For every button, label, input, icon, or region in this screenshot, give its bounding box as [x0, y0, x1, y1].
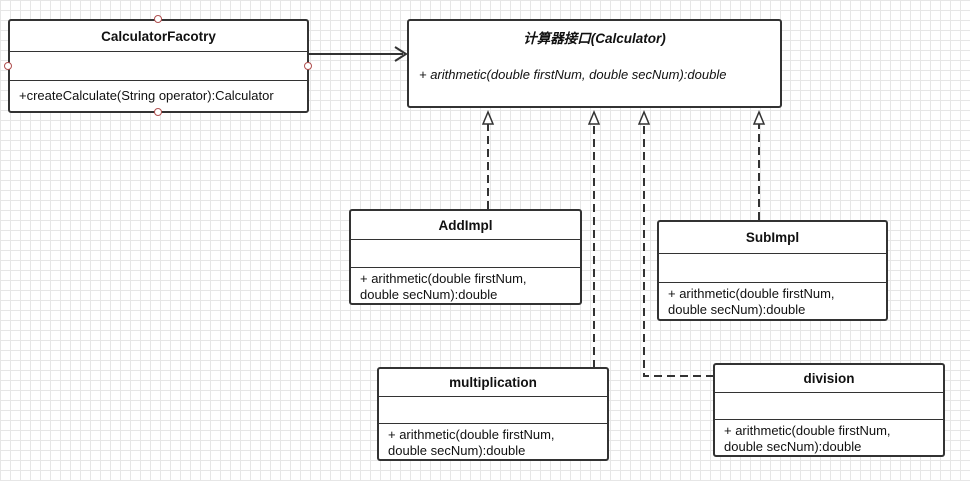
multiplication-operation-line1: + arithmetic(double firstNum,: [388, 427, 555, 442]
multiplication-operation-line2: double secNum):double: [388, 443, 526, 458]
interface-operation: + arithmetic(double firstNum, double sec…: [419, 67, 727, 82]
addimpl-class[interactable]: AddImpl + arithmetic(double firstNum, do…: [349, 209, 582, 305]
division-attributes-section: [715, 393, 943, 420]
selection-handle-left[interactable]: [4, 62, 12, 70]
interface-name: 计算器接口(Calculator): [523, 31, 666, 46]
factory-class[interactable]: CalculatorFacotry +createCalculate(Strin…: [8, 19, 309, 113]
multiplication-attributes-section: [379, 397, 607, 424]
factory-attributes-section: [10, 52, 307, 81]
addimpl-class-name: AddImpl: [351, 211, 580, 241]
division-operation-line2: double secNum):double: [724, 439, 862, 454]
realization-arrow-addimpl[interactable]: [481, 110, 495, 209]
division-operation: + arithmetic(double firstNum, double sec…: [715, 420, 943, 455]
subimpl-operation: + arithmetic(double firstNum, double sec…: [659, 283, 886, 319]
subimpl-attributes-section: [659, 254, 886, 283]
subimpl-operation-line1: + arithmetic(double firstNum,: [668, 286, 835, 301]
realization-arrow-multiplication[interactable]: [587, 110, 601, 368]
factory-operation: +createCalculate(String operator):Calcul…: [19, 88, 274, 103]
multiplication-class[interactable]: multiplication + arithmetic(double first…: [377, 367, 609, 461]
realization-arrow-division[interactable]: [637, 110, 714, 377]
division-operation-line1: + arithmetic(double firstNum,: [724, 423, 891, 438]
addimpl-operation-line1: + arithmetic(double firstNum,: [360, 271, 527, 286]
dependency-arrow[interactable]: [308, 46, 408, 62]
selection-handle-bottom[interactable]: [154, 108, 162, 116]
multiplication-operation: + arithmetic(double firstNum, double sec…: [379, 424, 607, 459]
addimpl-attributes-section: [351, 240, 580, 268]
calculator-interface[interactable]: 计算器接口(Calculator) + arithmetic(double fi…: [407, 19, 782, 108]
selection-handle-right[interactable]: [304, 62, 312, 70]
subimpl-operation-line2: double secNum):double: [668, 302, 806, 317]
division-class[interactable]: division + arithmetic(double firstNum, d…: [713, 363, 945, 457]
division-class-name: division: [715, 365, 943, 394]
subimpl-class[interactable]: SubImpl + arithmetic(double firstNum, do…: [657, 220, 888, 321]
factory-class-name: CalculatorFacotry: [10, 21, 307, 52]
addimpl-operation: + arithmetic(double firstNum, double sec…: [351, 268, 580, 303]
multiplication-class-name: multiplication: [379, 369, 607, 398]
subimpl-class-name: SubImpl: [659, 222, 886, 254]
realization-arrow-subimpl[interactable]: [752, 110, 766, 220]
selection-handle-top[interactable]: [154, 15, 162, 23]
addimpl-operation-line2: double secNum):double: [360, 287, 498, 302]
